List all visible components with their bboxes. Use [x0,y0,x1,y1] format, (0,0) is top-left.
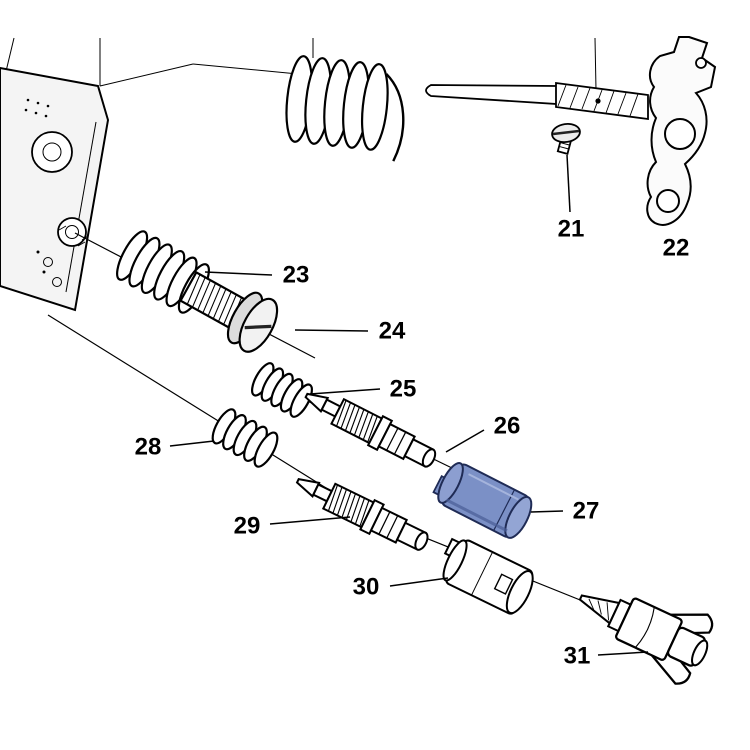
leader-lines [169,154,649,656]
housing-bore-hole [31,131,73,173]
highlighted-sleeve-part-27 [432,461,533,539]
part-27-right-cap [504,495,533,539]
housing-threaded-hole [57,217,87,247]
leader-line-29 [269,516,351,525]
screw-part-24 [179,270,279,353]
part-label-31: 31 [564,643,591,670]
housing-bore-hole-inner [42,142,62,162]
leader-line-24 [294,329,369,332]
lever-large-hole [664,118,696,150]
part-label-21: 21 [558,216,585,243]
part-27-highlight [468,473,519,501]
housing-small-hole-2 [52,277,62,287]
housing-body [0,66,110,312]
part-label-28: 28 [135,434,162,461]
housing-small-hole-1 [43,257,53,267]
screw-part-21 [551,122,581,155]
leader-line-26 [445,429,485,453]
screw-24-head-face [238,297,279,353]
part-27-groove [493,489,515,531]
part-label-30: 30 [353,574,380,601]
frame-line-vertical-3 [594,37,597,91]
spring-part-25 [250,362,314,418]
rod-shaft [425,84,558,105]
part-label-26: 26 [494,413,521,440]
part-label-22: 22 [663,235,690,262]
part-31-end-cap [691,639,709,667]
swivel-part-31 [578,594,714,685]
leader-line-23 [204,271,273,276]
throttle-rod [425,81,649,121]
lever-lower-hole [656,189,680,213]
leader-line-21 [566,154,571,213]
throttle-return-spring [285,55,405,162]
linkage-line-1 [99,63,194,87]
part-label-24: 24 [379,318,406,345]
rod-hatch-lines [557,84,639,117]
part-label-25: 25 [390,376,417,403]
housing-inner-edge [65,121,97,293]
spring-tail-wire [385,73,405,162]
part-31-cone-hatch [588,598,609,621]
part-27-shading [445,498,508,533]
part-30-groove [471,551,493,596]
part-31-body-curve [634,606,655,648]
spring-part-28 [211,408,279,468]
linkage-line-2 [192,63,299,75]
screw-24-slot [244,324,272,330]
rod-flat-section [555,81,649,121]
part-30-slot [493,573,514,595]
lever-part-22 [646,36,717,226]
sleeve-part-30 [442,537,534,615]
part-labels: 21 22 23 24 25 26 27 28 29 30 31 [135,216,690,670]
leader-line-30 [389,577,449,587]
housing-dot-texture [24,98,50,274]
part-27-left-cap [437,461,464,504]
housing-threaded-hole-inner [65,225,79,239]
leader-line-28 [169,440,215,447]
lever-small-hole [695,57,707,69]
part-label-23: 23 [283,262,310,289]
part-30-left-cap [442,539,468,582]
screw-21-slot [552,129,580,136]
leader-line-27 [530,510,564,513]
leader-line-31 [597,651,649,656]
part-label-29: 29 [234,513,261,540]
rod-pivot-dot [595,98,601,104]
part-30-right-cap [505,569,534,615]
needle-valve-part-26 [298,380,442,476]
part-label-27: 27 [573,498,600,525]
leader-line-25 [309,388,381,395]
housing-outline [0,66,110,312]
